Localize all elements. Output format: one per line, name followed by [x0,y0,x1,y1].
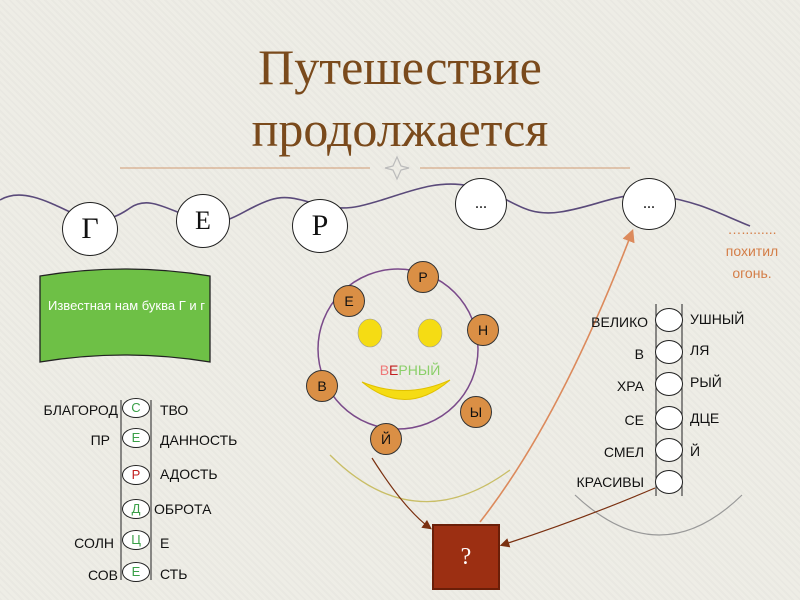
right-word-prefix: ВЕЛИКО [591,314,648,330]
left-word-prefix: ПР [90,432,110,448]
left-word-prefix: БЛАГОРОД [43,402,119,418]
chain-circle-blank-2: ... [622,178,676,230]
question-box: ? [432,524,500,590]
right-letter-slot [655,470,683,494]
left-word-suffix: ОБРОТА [154,501,212,517]
left-word-letter: Р [131,467,141,482]
green-flag [39,268,211,363]
left-word-suffix: ТВО [160,402,189,418]
right-letter-slot [655,308,683,332]
left-word-suffix: АДОСТЬ [160,466,218,482]
chain-circle-g: Г [62,202,118,256]
right-arc [574,494,743,536]
left-letter-slot [122,465,150,485]
right-word-prefix: В [634,346,644,362]
left-word-letter: С [131,400,141,415]
right-word-suffix: УШНЫЙ [690,311,745,327]
right-word-suffix: Й [690,443,701,459]
title-line-2: продолжается [251,101,549,157]
smiley-word-part-1: В [379,362,390,378]
chain-circle-e: Е [176,194,230,248]
left-word-suffix: СТЬ [160,566,188,582]
right-word-suffix: РЫЙ [690,374,722,390]
left-word-letter: Д [131,501,141,516]
smiley-right-eye [417,318,443,348]
right-word-prefix: КРАСИВЫ [576,474,645,490]
left-word-suffix: ДАННОСТЬ [160,432,238,448]
flag-text: Известная нам буква Г и г [48,298,205,313]
smiley-word-part-2: Е [389,362,399,378]
right-letter-slot [655,438,683,462]
smiley-letter-e: Е [333,285,365,317]
chain-circle-blank-1: ... [455,178,507,230]
right-word-prefix: СМЕЛ [603,444,644,460]
left-word-letter: Е [131,430,141,445]
left-letter-slot [122,562,150,582]
smiley-word-part-3: РНЫЙ [398,362,441,378]
arrow-to-chain [479,229,635,523]
side-note: …......... похитил огонь. [725,221,779,281]
smiley-letter-y: Ы [460,396,492,428]
right-word-prefix: ХРА [616,378,644,394]
left-letter-slot [122,428,150,448]
smiley-mouth [361,379,451,400]
right-letter-slot [655,406,683,430]
smiley-letter-n: Н [467,314,499,346]
arrow-from-smiley [371,457,432,530]
left-letter-slot [122,499,150,519]
left-letter-slot [122,530,150,550]
smiley-word: ВЕРНЫЙ [365,362,455,378]
left-word-letter: Е [131,564,141,579]
arrow-from-right [499,487,656,548]
left-word-prefix: СОЛН [74,535,114,551]
ornament-icon [384,155,410,181]
left-word-suffix: Е [160,535,170,551]
chain-circle-r: Р [292,199,348,253]
right-letter-slot [655,372,683,396]
smiley-left-eye [357,318,383,348]
smiley-letter-r: Р [407,261,439,293]
left-letter-slot [122,398,150,418]
smiley-letter-i: Й [370,423,402,455]
left-word-letter: Ц [131,532,141,547]
title-line-1: Путешествие [258,39,542,95]
left-word-prefix: СОВ [87,567,118,583]
smiley-letter-v: В [306,370,338,402]
right-word-suffix: ЛЯ [690,342,710,358]
right-word-prefix: СЕ [624,412,644,428]
smiley-arc [329,454,511,503]
right-letter-slot [655,340,683,364]
right-word-suffix: ДЦЕ [690,410,720,426]
